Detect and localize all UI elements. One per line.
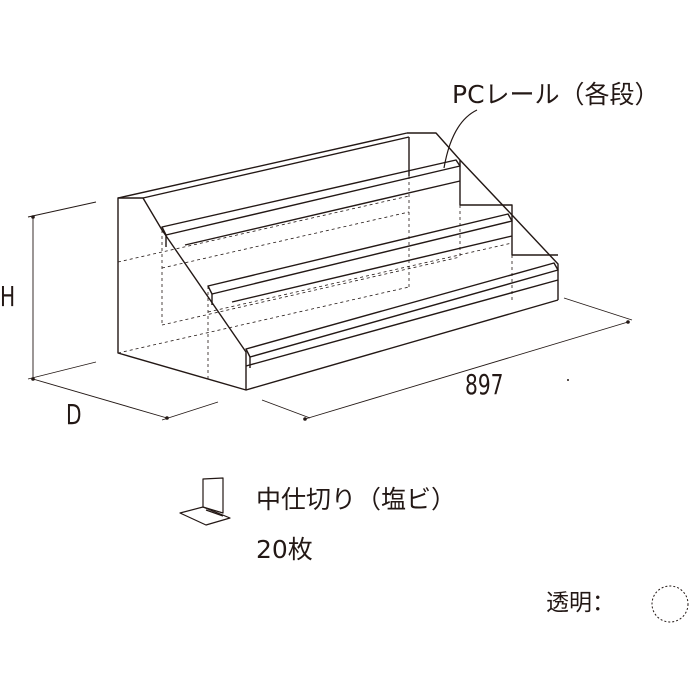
width-dim-line: [304, 321, 629, 420]
pc-rail-callout-label: PCレール（各段）: [452, 80, 660, 109]
steps: [161, 137, 559, 368]
depth-ext-right: [161, 401, 219, 421]
stray-mark: [567, 379, 569, 381]
hidden-edges: [117, 176, 513, 382]
hidden-line: [161, 256, 461, 326]
divider-accessory-quantity: 20枚: [256, 535, 313, 564]
dim-tick: [165, 416, 169, 420]
front-bottom-edge: [245, 299, 559, 391]
right-side-panel: [407, 132, 559, 300]
dim-tick: [626, 320, 630, 324]
middle-step-tread-edge: [231, 235, 513, 303]
depth-dimension-label: D: [66, 398, 82, 431]
divider-base: [179, 506, 231, 526]
dimension-lines: [27, 201, 633, 421]
callout-leader: [443, 109, 478, 169]
dim-tick: [31, 215, 35, 219]
divider-icon: [179, 477, 231, 526]
back-top-edge-inner: [142, 136, 410, 199]
back-top-edge: [117, 132, 408, 199]
divider-accessory-name: 中仕切り（塩ビ）: [256, 485, 457, 514]
height-dimension-label: H: [0, 280, 16, 313]
middle-step-rail: [207, 213, 513, 295]
stand-body: [117, 132, 559, 391]
divider-edge: [205, 509, 224, 517]
height-ext-bottom: [27, 361, 97, 380]
divider-panel: [202, 477, 224, 514]
top-step-tread-edge: [184, 180, 461, 246]
dim-tick: [303, 417, 307, 421]
right-step-profile: [459, 160, 558, 256]
clear-swatch-icon: [651, 585, 689, 623]
dimension-ticks: [31, 215, 630, 421]
height-ext-top: [27, 201, 97, 218]
hidden-line: [161, 211, 410, 269]
top-step-rail: [161, 159, 461, 236]
hidden-line: [207, 242, 513, 313]
bottom-step-tread-edge: [245, 279, 559, 367]
dim-tick: [31, 377, 35, 381]
color-legend-label: 透明：: [546, 590, 615, 616]
depth-dim-line: [32, 378, 168, 419]
hidden-line: [117, 286, 410, 354]
width-ext-right: [563, 297, 633, 321]
hidden-line: [117, 195, 410, 263]
bottom-step-rail: [245, 262, 559, 358]
left-side-panel: [117, 197, 247, 391]
width-ext-left: [261, 399, 311, 419]
width-dimension-label: 897: [465, 368, 504, 401]
